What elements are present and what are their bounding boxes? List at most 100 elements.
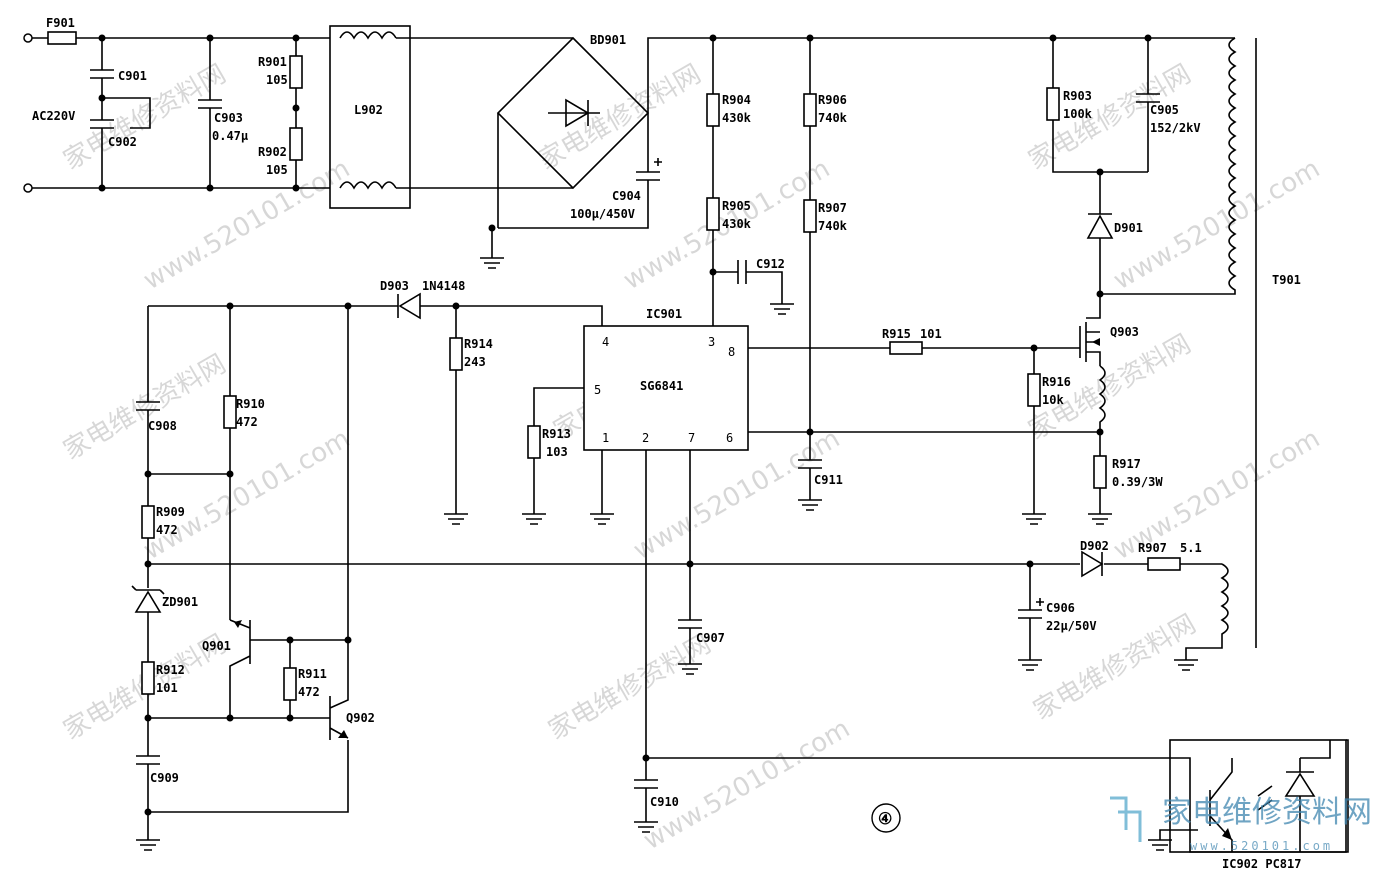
label-r912: R912	[156, 663, 185, 677]
label-r904-val: 430k	[722, 111, 752, 125]
ground-c912	[770, 303, 794, 315]
label-r907b-val: 5.1	[1180, 541, 1202, 555]
label-r914-val: 243	[464, 355, 486, 369]
label-r914: R914	[464, 337, 493, 351]
label-c901: C901	[118, 69, 147, 83]
ground-bridge	[480, 257, 504, 269]
label-bd901: BD901	[590, 33, 626, 47]
inductor-l902-top-coil	[339, 31, 410, 40]
label-r907b: R907	[1138, 541, 1167, 555]
bridge-bd901	[496, 36, 650, 190]
figure-number: ④	[878, 809, 892, 828]
label-r903-val: 100k	[1063, 107, 1093, 121]
label-r911-val: 472	[298, 685, 320, 699]
label-ac220v: AC220V	[32, 109, 75, 123]
pin-6: 6	[726, 431, 733, 445]
resistor-r903	[1046, 87, 1060, 121]
resistor-r907b	[1147, 557, 1181, 571]
resistor-r904	[706, 93, 720, 127]
ground-c906	[1018, 659, 1042, 671]
label-r915-val: 101	[920, 327, 942, 341]
ground-c909	[136, 839, 160, 851]
label-r916: R916	[1042, 375, 1071, 389]
label-d901: D901	[1114, 221, 1143, 235]
label-r901-val: 105	[266, 73, 288, 87]
label-f901: F901	[46, 16, 75, 30]
watermark-url-8: www.520101.com	[639, 714, 856, 856]
label-zd901: ZD901	[162, 595, 198, 609]
ground-aux	[1174, 659, 1198, 671]
label-r913: R913	[542, 427, 571, 441]
pin-1: 1	[602, 431, 609, 445]
label-c911: C911	[814, 473, 843, 487]
resistor-r914	[449, 337, 463, 371]
startup-section: R904 430k R905 430k C912 R906 740k R907 …	[706, 34, 848, 511]
resistor-r917	[1093, 455, 1107, 489]
inductor-l902-bottom-coil	[339, 181, 410, 190]
ground-r916	[1022, 513, 1046, 525]
label-r910-val: 472	[236, 415, 258, 429]
resistor-r912	[141, 661, 155, 695]
label-q902: Q902	[346, 711, 375, 725]
ground-c911	[798, 499, 822, 511]
label-d902: D902	[1080, 539, 1109, 553]
source-inductor	[1098, 365, 1106, 456]
resistor-r907a	[803, 199, 817, 233]
label-r903: R903	[1063, 89, 1092, 103]
label-ic901: IC901	[646, 307, 682, 321]
input-section: F901 C901 AC220V C902 C903 0.47μ R901 10…	[23, 16, 573, 209]
label-r905: R905	[722, 199, 751, 213]
label-r913-val: 103	[546, 445, 568, 459]
optocoupler-section: IC902 PC817	[646, 739, 1349, 871]
pin-2: 2	[642, 431, 649, 445]
label-r917: R917	[1112, 457, 1141, 471]
label-r916-val: 10k	[1042, 393, 1064, 407]
resistor-r909	[141, 505, 155, 539]
resistor-r901	[289, 55, 303, 89]
label-r902-val: 105	[266, 163, 288, 177]
inductor-l902-box	[329, 25, 411, 209]
resistor-r910	[223, 395, 237, 429]
watermark-logo-cn: 家电维修资料网	[1162, 795, 1372, 830]
label-r911: R911	[298, 667, 327, 681]
resistor-r911	[283, 667, 297, 701]
label-r907a: R907	[818, 201, 847, 215]
label-c907: C907	[696, 631, 725, 645]
label-r904: R904	[722, 93, 751, 107]
label-r907a-val: 740k	[818, 219, 848, 233]
label-r909: R909	[156, 505, 185, 519]
fuse-f901	[47, 31, 77, 45]
watermark-logo: 家电维修资料网 www.520101.com	[1110, 795, 1372, 853]
label-r915: R915	[882, 327, 911, 341]
label-r906-val: 740k	[818, 111, 848, 125]
pin-8: 8	[728, 345, 735, 359]
label-c908: C908	[148, 419, 177, 433]
pin-4: 4	[602, 335, 609, 349]
label-l902: L902	[354, 103, 383, 117]
label-c902: C902	[108, 135, 137, 149]
resistor-r915	[889, 341, 923, 355]
watermark-cn-4: 家电维修资料网	[59, 349, 232, 466]
label-r906: R906	[818, 93, 847, 107]
label-q901: Q901	[202, 639, 231, 653]
label-ic902: IC902 PC817	[1222, 857, 1301, 871]
ground-opto	[1148, 839, 1172, 851]
pin-5: 5	[594, 383, 601, 397]
resistor-r906	[803, 93, 817, 127]
label-c910: C910	[650, 795, 679, 809]
watermark-url-4: www.520101.com	[139, 424, 356, 566]
label-c905-val: 152/2kV	[1150, 121, 1201, 135]
ground-c907	[678, 663, 702, 675]
pin-3: 3	[708, 335, 715, 349]
watermark-cn-2: 家电维修资料网	[534, 59, 707, 176]
resistor-r905	[706, 197, 720, 231]
watermark-logo-url: www.520101.com	[1190, 839, 1333, 853]
label-c904-val: 100μ/450V	[570, 207, 635, 221]
protection-section: D903 1N4148 R914 243 C908 R909 472 ZD901…	[131, 279, 493, 851]
transformer-primary-winding	[1100, 37, 1237, 295]
label-c909: C909	[150, 771, 179, 785]
label-c912: C912	[756, 257, 785, 271]
label-r917-val: 0.39/3W	[1112, 475, 1163, 489]
ground-ic-pin1	[590, 513, 614, 525]
